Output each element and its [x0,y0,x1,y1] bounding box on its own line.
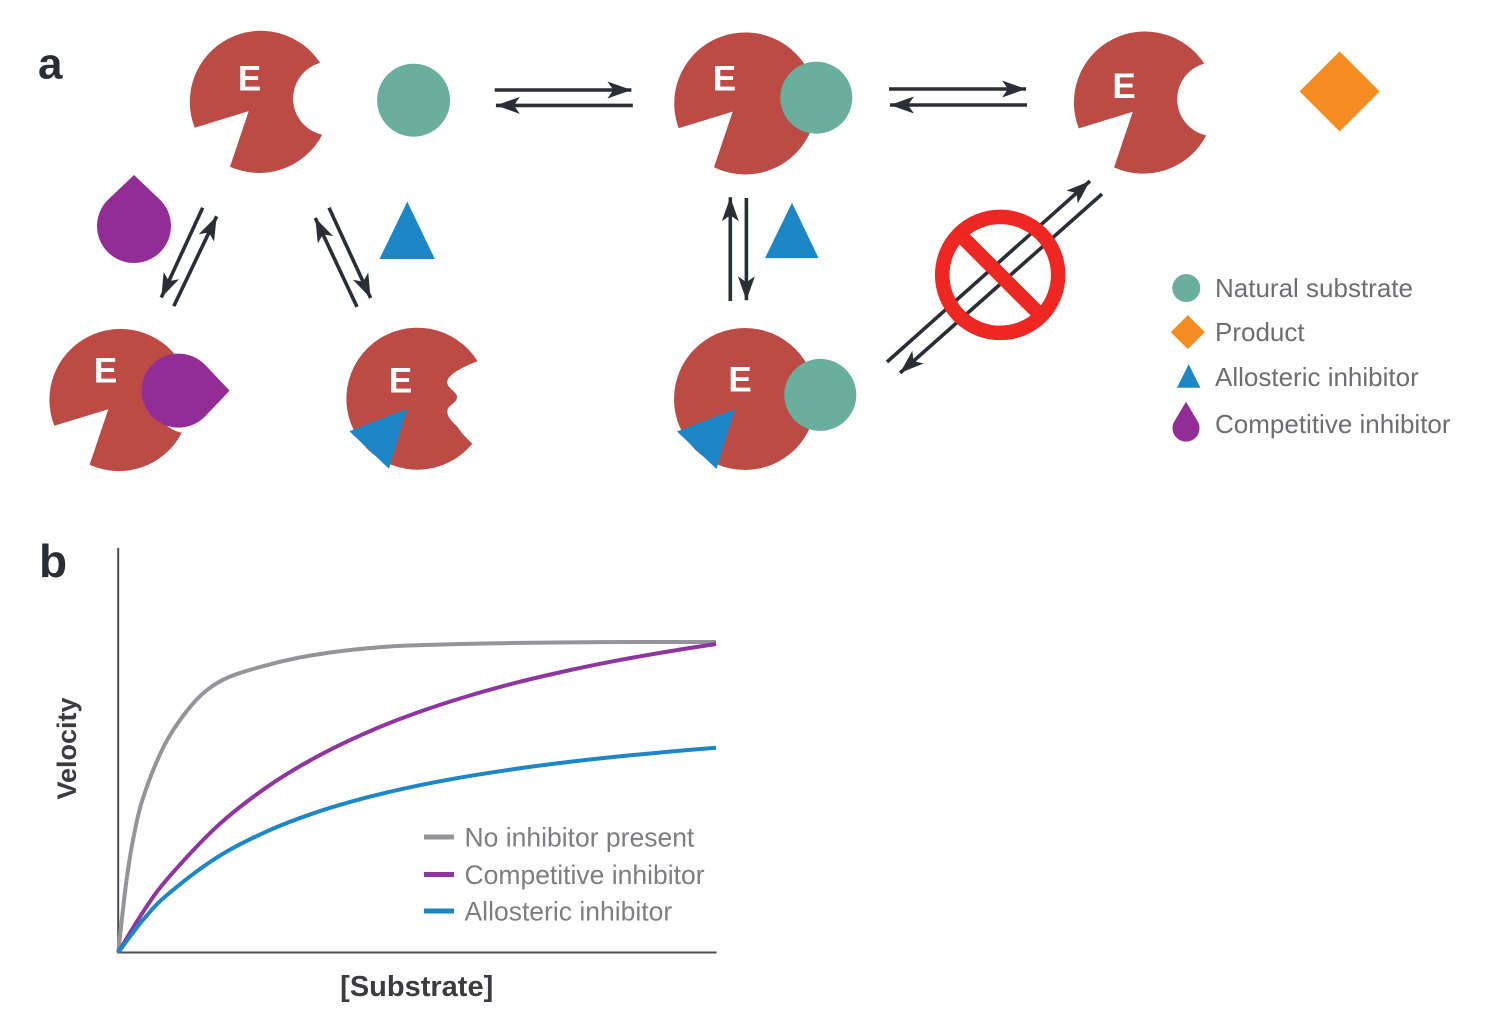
svg-text:E: E [238,60,261,99]
svg-text:E: E [1112,67,1135,106]
svg-text:Allosteric inhibitor: Allosteric inhibitor [465,897,673,927]
svg-text:Competitive inhibitor: Competitive inhibitor [465,860,705,890]
svg-text:E: E [389,362,412,401]
svg-text:E: E [713,60,736,99]
svg-text:Allosteric inhibitor: Allosteric inhibitor [1215,362,1419,392]
svg-text:[Substrate]: [Substrate] [340,971,493,1003]
svg-text:a: a [38,39,63,88]
svg-text:Competitive inhibitor: Competitive inhibitor [1215,409,1451,439]
svg-text:No inhibitor present: No inhibitor present [465,823,695,853]
svg-text:Product: Product [1215,317,1305,347]
svg-text:E: E [728,361,751,400]
svg-text:Velocity: Velocity [52,697,82,799]
svg-text:E: E [94,352,117,391]
svg-text:Natural substrate: Natural substrate [1215,273,1413,303]
svg-text:b: b [39,535,67,587]
